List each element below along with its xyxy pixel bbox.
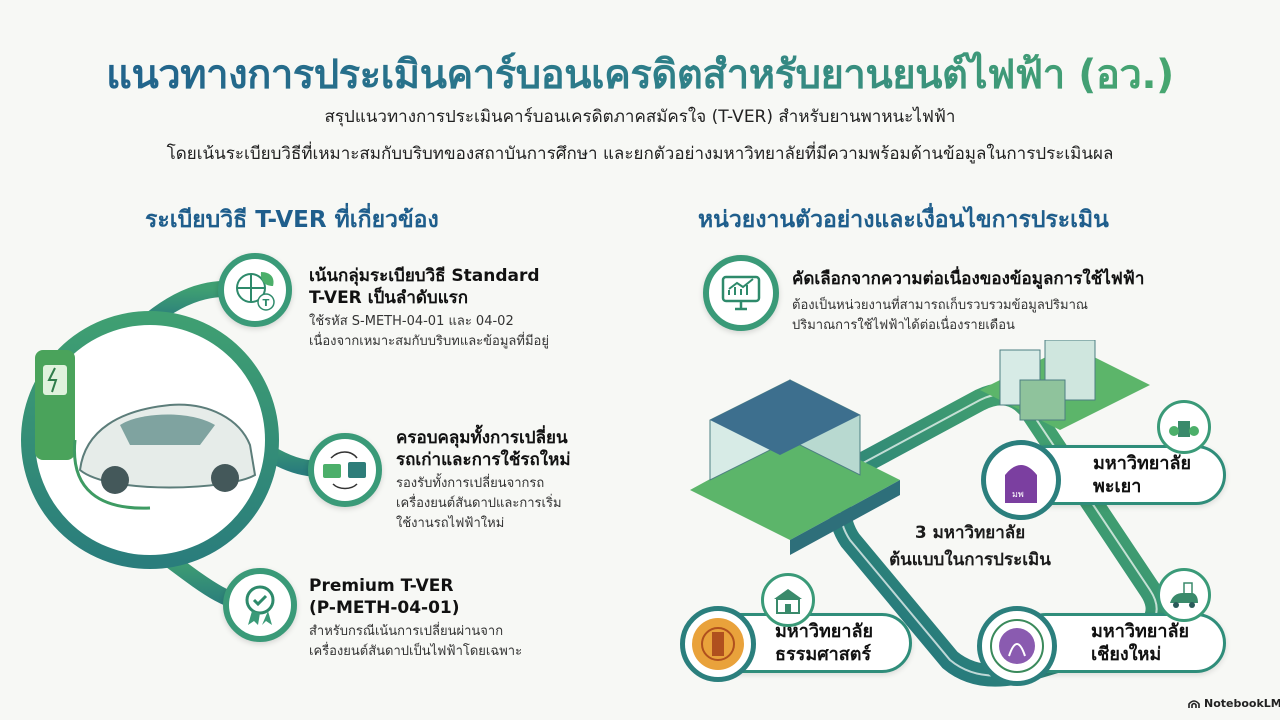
method-desc: ใช้รหัส S-METH-04-01 และ 04-02 — [309, 314, 514, 329]
methodology-connector — [21, 280, 346, 613]
method-desc: สำหรับกรณีเน้นการเปลี่ยนผ่านจาก — [309, 624, 504, 639]
right-heading: หน่วยงานตัวอย่างและเงื่อนไขการประเมิน — [698, 207, 1109, 233]
monitor-chart-icon — [703, 255, 779, 331]
subtitle-line-2: โดยเน้นระเบียบวิธีที่เหมาะสมกับบริบทของส… — [166, 144, 1114, 164]
engine-swap-icon — [308, 433, 382, 507]
svg-text:มพ: มพ — [1012, 490, 1024, 500]
university-name: พะเยา — [1093, 476, 1142, 497]
subtitle-line-1: สรุปแนวทางการประเมินคาร์บอนเครดิตภาคสมัค… — [324, 107, 956, 127]
method-title: Premium T-VER — [309, 576, 454, 596]
university-name: มหาวิทยาลัย — [775, 621, 874, 642]
center-label: 3 มหาวิทยาลัย ต้นแบบในการประเมิน — [850, 520, 1090, 574]
thammasat-seal-icon — [680, 606, 756, 682]
method-desc: เครื่องยนต์สันดาปและการเริ่ม — [396, 496, 562, 511]
method-title: ครอบคลุมทั้งการเปลี่ยน — [396, 428, 568, 448]
university-name: มหาวิทยาลัย — [1091, 621, 1190, 642]
page-title: แนวทางการประเมินคาร์บอนเครดิตสำหรับยานยน… — [0, 42, 1280, 106]
university-name: มหาวิทยาลัย — [1093, 453, 1192, 474]
method-title: รถเก่าและการใช้รถใหม่ — [396, 450, 571, 470]
tver-badge-text: T — [263, 298, 270, 309]
method-title: เน้นกลุ่มระเบียบวิธี Standard — [309, 266, 540, 286]
office-campus-building — [980, 340, 1150, 430]
center-label-line-1: 3 มหาวิทยาลัย — [914, 523, 1026, 543]
method-item-standard: เน้นกลุ่มระเบียบวิธี Standard T-VER เป็น… — [309, 265, 639, 352]
method-item-coverage: ครอบคลุมทั้งการเปลี่ยน รถเก่าและการใช้รถ… — [396, 427, 656, 534]
method-desc: รองรับทั้งการเปลี่ยนจากรถ — [396, 476, 545, 491]
globe-leaf-icon: T — [218, 253, 292, 327]
method-title: T-VER เป็นลำดับแรก — [309, 288, 469, 308]
method-desc: เครื่องยนต์สันดาปเป็นไฟฟ้าโดยเฉพาะ — [309, 644, 523, 659]
school-building-icon — [761, 573, 815, 627]
criteria-desc: ต้องเป็นหน่วยงานที่สามารถเก็บรวบรวมข้อมู… — [792, 298, 1088, 313]
university-name: ธรรมศาสตร์ — [775, 644, 872, 665]
ev-charging-car-icon — [1157, 568, 1211, 622]
center-label-line-2: ต้นแบบในการประเมิน — [889, 550, 1051, 570]
notebooklm-brand: NotebookLM — [1188, 697, 1280, 710]
electric-car-icon — [78, 403, 257, 494]
method-desc: เนื่องจากเหมาะสมกับบริบทและข้อมูลที่มีอย… — [309, 334, 549, 349]
university-name: เชียงใหม่ — [1091, 644, 1162, 665]
left-heading: ระเบียบวิธี T-VER ที่เกี่ยวข้อง — [145, 207, 439, 233]
chiangmai-seal-icon — [977, 606, 1057, 686]
award-ribbon-icon — [223, 568, 297, 642]
campus-tree-icon — [1157, 400, 1211, 454]
notebooklm-logo-icon — [1188, 699, 1200, 708]
criteria-title: คัดเลือกจากความต่อเนื่องของข้อมูลการใช้ไ… — [792, 269, 1145, 289]
solar-campus-building — [690, 379, 900, 555]
method-title: (P-METH-04-01) — [309, 598, 460, 618]
charger-icon — [35, 350, 75, 460]
phayao-seal-icon: มพ — [981, 440, 1061, 520]
method-desc: ใช้งานรถไฟฟ้าใหม่ — [396, 516, 505, 531]
brand-label: NotebookLM — [1204, 697, 1280, 710]
criteria-desc: ปริมาณการใช้ไฟฟ้าได้ต่อเนื่องรายเดือน — [792, 318, 1015, 333]
method-item-premium: Premium T-VER (P-METH-04-01) สำหรับกรณีเ… — [309, 575, 639, 662]
criteria-block: คัดเลือกจากความต่อเนื่องของข้อมูลการใช้ไ… — [792, 265, 1252, 336]
